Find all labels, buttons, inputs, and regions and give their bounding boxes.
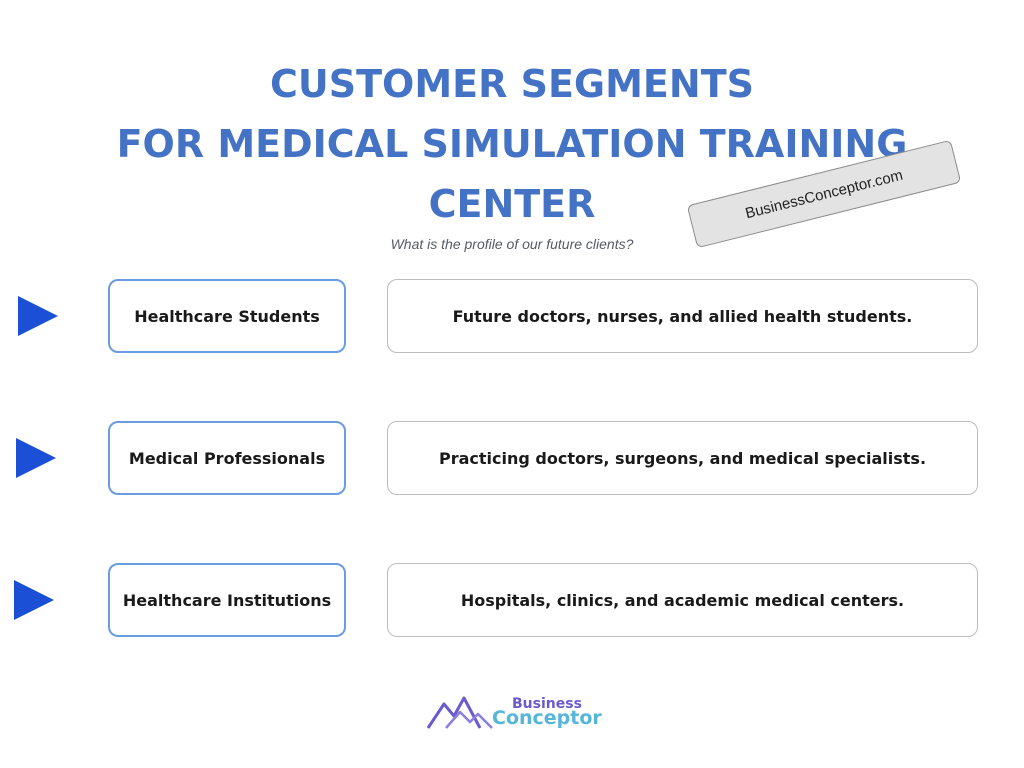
segment-box-healthcare-institutions: Healthcare Institutions — [108, 563, 346, 637]
title-line-2: FOR MEDICAL SIMULATION TRAINING — [116, 122, 908, 166]
mountain-icon — [426, 696, 493, 729]
triangle-right-icon — [16, 438, 56, 478]
segment-description: Hospitals, clinics, and academic medical… — [460, 590, 905, 610]
segment-box-medical-professionals: Medical Professionals — [108, 421, 346, 495]
triangle-right-icon — [18, 296, 58, 336]
segment-description-box: Hospitals, clinics, and academic medical… — [387, 563, 978, 637]
segment-box-healthcare-students: Healthcare Students — [108, 279, 346, 353]
title-line-1: CUSTOMER SEGMENTS — [270, 62, 754, 106]
page-title: CUSTOMER SEGMENTS FOR MEDICAL SIMULATION… — [0, 54, 1024, 234]
segment-description: Practicing doctors, surgeons, and medica… — [438, 448, 927, 468]
page-subtitle: What is the profile of our future client… — [390, 236, 634, 252]
logo-text-business: Business — [512, 696, 582, 712]
segment-name: Healthcare Students — [134, 306, 320, 326]
segment-description-box: Practicing doctors, surgeons, and medica… — [387, 421, 978, 495]
segment-name: Healthcare Institutions — [122, 590, 332, 610]
segment-description-box: Future doctors, nurses, and allied healt… — [387, 279, 978, 353]
segment-description: Future doctors, nurses, and allied healt… — [452, 306, 913, 326]
title-line-3: CENTER — [428, 182, 596, 226]
business-conceptor-logo: Business Conceptor — [426, 690, 606, 734]
triangle-right-icon — [14, 580, 54, 620]
logo-text-conceptor: Conceptor — [492, 707, 602, 729]
segment-name: Medical Professionals — [128, 448, 326, 468]
